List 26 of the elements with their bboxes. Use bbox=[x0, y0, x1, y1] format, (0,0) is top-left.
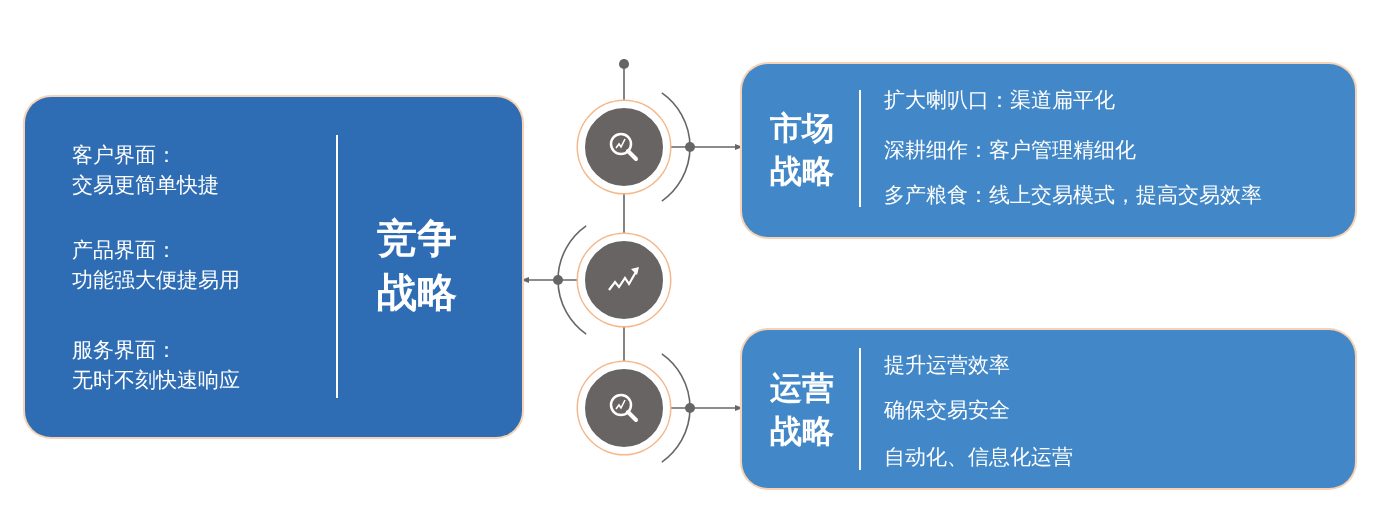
strategy-panel bbox=[25, 97, 522, 437]
arrow bbox=[521, 276, 579, 284]
item-text: 无时不刻快速响应 bbox=[72, 367, 240, 394]
item-text: 多产粮食：线上交易模式，提高交易效率 bbox=[884, 182, 1262, 209]
arrow bbox=[669, 404, 743, 412]
arrow bbox=[669, 143, 743, 151]
item-text: 提升运营效率 bbox=[884, 352, 1010, 379]
item-text: 客户界面： bbox=[72, 142, 177, 169]
item-text: 服务界面： bbox=[72, 337, 177, 364]
icon-circle bbox=[578, 101, 670, 193]
item-text: 产品界面： bbox=[72, 237, 177, 264]
item-text: 深耕细作：客户管理精细化 bbox=[884, 137, 1136, 164]
item-text: 功能强大便捷易用 bbox=[72, 267, 240, 294]
icon-circle bbox=[578, 362, 670, 454]
strategy-panel bbox=[742, 330, 1355, 488]
item-text: 确保交易安全 bbox=[884, 397, 1010, 424]
item-text: 交易更简单快捷 bbox=[72, 172, 219, 199]
strategy-panel bbox=[742, 64, 1355, 237]
connector-line bbox=[623, 325, 625, 363]
icon-circle bbox=[578, 234, 670, 326]
item-text: 扩大喇叭口：渠道扁平化 bbox=[884, 87, 1115, 114]
connector-line bbox=[623, 192, 625, 235]
panel-title: 运营战略 bbox=[768, 368, 835, 453]
item-text: 自动化、信息化运营 bbox=[884, 444, 1073, 471]
panel-title: 竞争战略 bbox=[376, 214, 458, 317]
panel-title: 市场战略 bbox=[768, 108, 835, 193]
